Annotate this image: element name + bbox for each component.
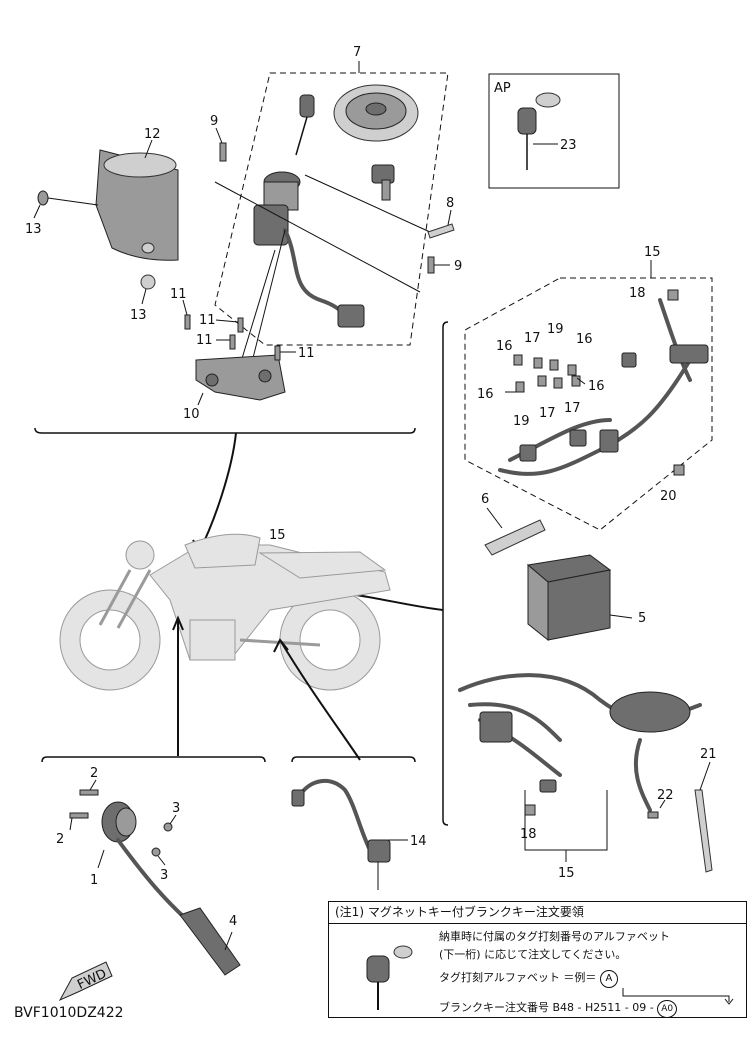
headlight-cover-part [95,139,179,261]
harness-15-bracket [524,790,608,851]
callout-20: 20 [660,489,677,504]
document-code: BVF1010DZ422 [14,1005,124,1021]
callout-19: 19 [513,414,530,429]
main-switch-part [253,171,365,328]
callout-3: 3 [172,801,180,816]
callout-17: 17 [524,331,541,346]
example-letter-circle: A [599,970,618,988]
callout-11: 11 [298,346,315,361]
callout-6: 6 [481,492,489,507]
battery-bracket-part [484,507,546,556]
connectors-16-17-19 [505,354,586,393]
callout-13: 13 [25,222,42,237]
tag-alphabet-label: タグ打刻アルファベット ＝例＝ [439,971,597,984]
callout-18: 18 [629,286,646,301]
note-line-4: ブランクキー注文番号 B48 - H2511 - 09 - A0 [439,999,678,1018]
callout-8: 8 [446,196,454,211]
callout-19: 19 [547,322,564,337]
callout-22: 22 [657,788,674,803]
blank-key-order-note: (注1) マグネットキー付ブランクキー注文要領 納車時に付属のタグ打刻番号のアル… [328,901,747,1018]
callout-5: 5 [638,611,646,626]
callout-ap: AP [494,81,511,96]
lower-mid-bracket [291,756,416,763]
bolt-9-upper [215,127,227,162]
magnet-key-icon [366,945,413,1010]
battery-part [526,554,633,642]
callout-11: 11 [170,287,187,302]
callout-15: 15 [269,528,286,543]
bracket-part [195,354,286,406]
order-suffix-circle: A0 [657,1000,678,1018]
fwd-label: FWD [75,966,109,992]
note-line-2: (下一桁) に応じて注文してください。 [439,948,627,961]
group-15-dashed-outline [464,277,713,531]
cable-tie-21 [694,761,713,873]
callout-17: 17 [539,406,556,421]
callout-21: 21 [700,747,717,762]
callout-15: 15 [558,866,575,881]
seat-lock-part [371,164,395,201]
callout-16: 16 [477,387,494,402]
callout-13: 13 [130,308,147,323]
order-number-label: ブランクキー注文番号 B48 - H2511 - 09 - [439,1001,654,1014]
callout-16: 16 [576,332,593,347]
callout-12: 12 [144,127,161,142]
washers-3 [151,814,177,866]
callout-16: 16 [496,339,513,354]
callout-3: 3 [160,868,168,883]
note-title: (注1) マグネットキー付ブランクキー注文要領 [329,902,746,924]
callout-11: 11 [196,333,213,348]
bolts-11 [182,299,296,361]
switch-14-part [291,779,408,890]
wire-harness-part [498,289,709,476]
fuel-cap-part [333,84,419,142]
note-line-1: 納車時に付属のタグ打刻番号のアルファベット [439,930,670,943]
callout-16: 16 [588,379,605,394]
motorcycle-illustration [59,533,391,691]
nut-13-bottom [140,274,156,305]
callout-9: 9 [454,259,462,274]
callout-9: 9 [210,114,218,129]
lower-left-bracket [41,756,266,763]
callout-23: 23 [560,138,577,153]
callout-2: 2 [90,766,98,781]
sensor-1-part [97,801,241,976]
upper-section-bracket [34,427,416,434]
lower-harness-part [458,673,702,816]
callout-14: 14 [410,834,427,849]
callout-15: 15 [644,245,661,260]
group-7-dashed-outline [214,72,449,346]
ap-box [488,73,620,189]
callout-7: 7 [353,45,361,60]
bolts-2 [69,779,99,831]
right-section-bracket [442,321,449,826]
callout-18: 18 [520,827,537,842]
bolt-9-right [427,256,450,274]
callout-4: 4 [229,914,237,929]
callout-2: 2 [56,832,64,847]
part-8 [427,209,455,239]
ignition-key-part [295,94,315,156]
note-line-3: タグ打刻アルファベット ＝例＝ A [439,969,618,988]
screw-22 [647,799,666,819]
note-body: 納車時に付属のタグ打刻番号のアルファベット (下一桁) に応じて注文してください… [329,924,746,1019]
callout-10: 10 [183,407,200,422]
fwd-arrow-icon [58,961,113,1002]
callout-1: 1 [90,873,98,888]
key-23-part [517,92,561,170]
bolt-13-left [33,190,99,219]
callout-17: 17 [564,401,581,416]
note-connector-arrow [622,988,734,1005]
callout-11: 11 [199,313,216,328]
